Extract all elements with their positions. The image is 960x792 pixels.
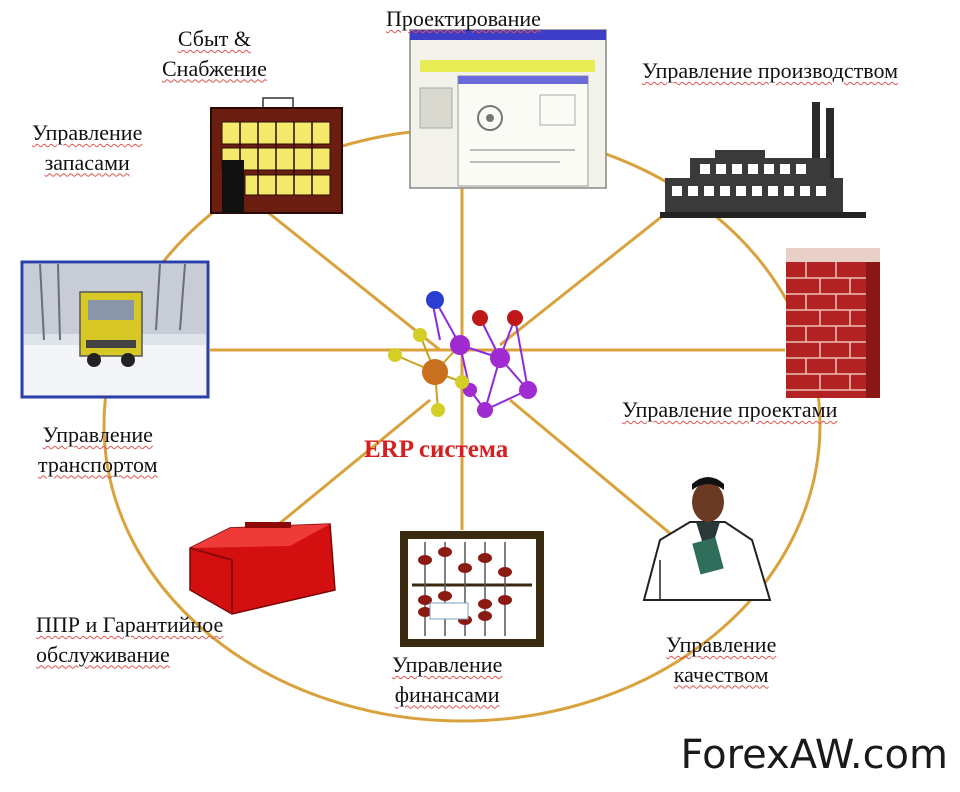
label-maintenance: ППР и Гарантийное обслуживание: [36, 612, 224, 667]
label-projects: Управление проектами: [622, 397, 838, 422]
inspector-icon: [642, 477, 772, 601]
label-finance: Управление финансами: [392, 652, 503, 707]
label-quality: Управление качеством: [666, 632, 777, 687]
molecule-icon: [388, 291, 537, 418]
erp-system-title: ERP система: [364, 436, 509, 463]
watermark: ForexAW.com: [680, 732, 948, 778]
label-production: Управление производством: [642, 58, 898, 83]
warehouse-building-icon: [210, 97, 343, 214]
brick-wall-icon: [786, 248, 880, 398]
label-transport: Управление транспортом: [38, 422, 158, 477]
abacus-icon: [400, 531, 544, 647]
truck-photo-icon: [20, 260, 210, 399]
label-inventory: Управление запасами: [32, 120, 143, 175]
toolbox-icon: [189, 522, 336, 615]
label-sales: Сбыт & Снабжение: [162, 26, 267, 81]
factory-icon: [660, 102, 866, 218]
label-design: Проектирование: [386, 6, 541, 31]
cad-screen-icon: [409, 29, 607, 189]
